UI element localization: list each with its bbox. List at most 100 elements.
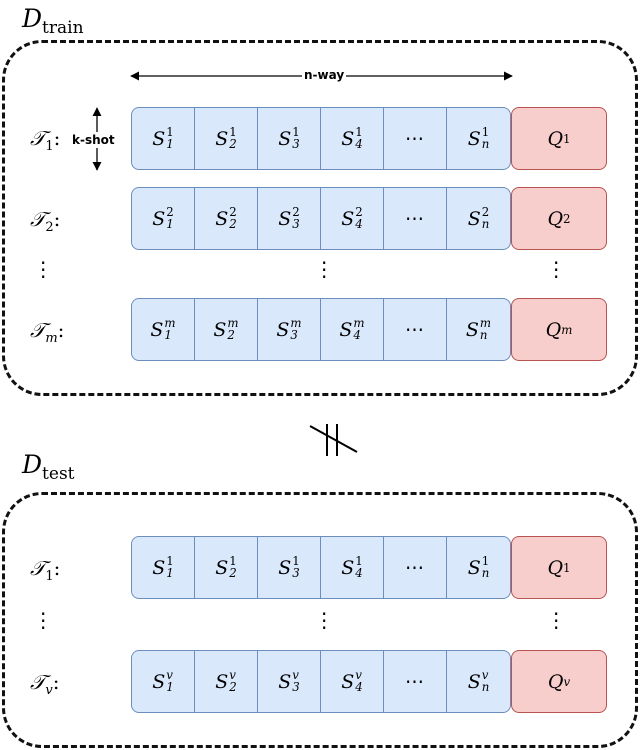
not-equal-symbol xyxy=(309,424,358,456)
train-label-base: D xyxy=(22,4,43,33)
test-dataset-label: Dtest xyxy=(22,450,75,484)
support-class-index: n xyxy=(481,136,490,151)
support-symbol: S xyxy=(278,207,292,230)
task-symbol: 𝒯 xyxy=(30,318,46,342)
support-cell: ⋯ xyxy=(384,537,447,598)
test-task-label-v: 𝒯v: xyxy=(30,670,59,698)
support-symbol: S xyxy=(276,318,290,341)
support-task-index: 1 xyxy=(229,125,237,140)
support-task-index: v xyxy=(229,668,236,683)
support-class-index: 2 xyxy=(227,327,235,342)
support-task-index: 2 xyxy=(481,205,490,220)
train-task-label-2: 𝒯2: xyxy=(30,207,60,235)
test-task-label-1: 𝒯1: xyxy=(30,556,60,584)
task-symbol: 𝒯 xyxy=(30,556,46,580)
support-class-index: 4 xyxy=(355,679,363,694)
n-way-label: n-way xyxy=(302,68,347,82)
support-task-index: 1 xyxy=(355,554,363,569)
support-task-index: 2 xyxy=(166,205,174,220)
support-task-index: 2 xyxy=(229,205,237,220)
task-symbol: 𝒯 xyxy=(30,670,46,694)
support-symbol: S xyxy=(339,318,353,341)
support-symbol: S xyxy=(215,207,229,230)
support-class-index: 3 xyxy=(292,136,300,151)
train-region xyxy=(2,40,638,396)
support-task-index: 1 xyxy=(481,125,490,140)
support-ellipsis: ⋯ xyxy=(405,670,425,693)
task-index: 1 xyxy=(45,569,54,584)
support-task-index: 1 xyxy=(166,554,174,569)
support-task-index: m xyxy=(164,316,176,331)
support-task-index: 1 xyxy=(481,554,490,569)
test-label-base: D xyxy=(22,450,43,479)
test-region xyxy=(2,492,638,748)
support-class-index: 4 xyxy=(355,565,363,580)
support-cell: ⋯ xyxy=(384,188,447,249)
support-class-index: 3 xyxy=(292,679,300,694)
k-shot-label: k-shot xyxy=(72,132,115,148)
query-task-index: v xyxy=(563,674,571,689)
query-task-index: m xyxy=(561,322,573,337)
support-cell: ⋯ xyxy=(384,108,447,169)
task-colon: : xyxy=(53,126,61,150)
support-class-index: 2 xyxy=(229,565,237,580)
support-symbol: S xyxy=(467,670,481,693)
query-task-index: 1 xyxy=(563,131,571,146)
query-task-index: 2 xyxy=(563,211,571,226)
support-class-index: 1 xyxy=(166,216,174,231)
support-symbol: S xyxy=(215,556,229,579)
support-task-index: 1 xyxy=(292,554,300,569)
support-class-index: 1 xyxy=(166,565,174,580)
task-symbol: 𝒯 xyxy=(30,126,46,150)
support-symbol: S xyxy=(341,127,355,150)
train-ellipsis-middle: ··· xyxy=(321,251,328,289)
train-ellipsis-left: ··· xyxy=(40,251,47,289)
support-symbol: S xyxy=(152,556,166,579)
support-task-index: v xyxy=(292,668,299,683)
test-ellipsis-right: ··· xyxy=(553,602,560,640)
support-task-index: v xyxy=(355,668,362,683)
support-class-index: 4 xyxy=(355,136,363,151)
train-dataset-label: Dtrain xyxy=(22,4,84,38)
support-class-index: 2 xyxy=(229,216,237,231)
support-symbol: S xyxy=(152,127,166,150)
test-label-sub: test xyxy=(42,464,75,484)
support-task-index: 1 xyxy=(292,125,300,140)
support-task-index: v xyxy=(166,668,173,683)
